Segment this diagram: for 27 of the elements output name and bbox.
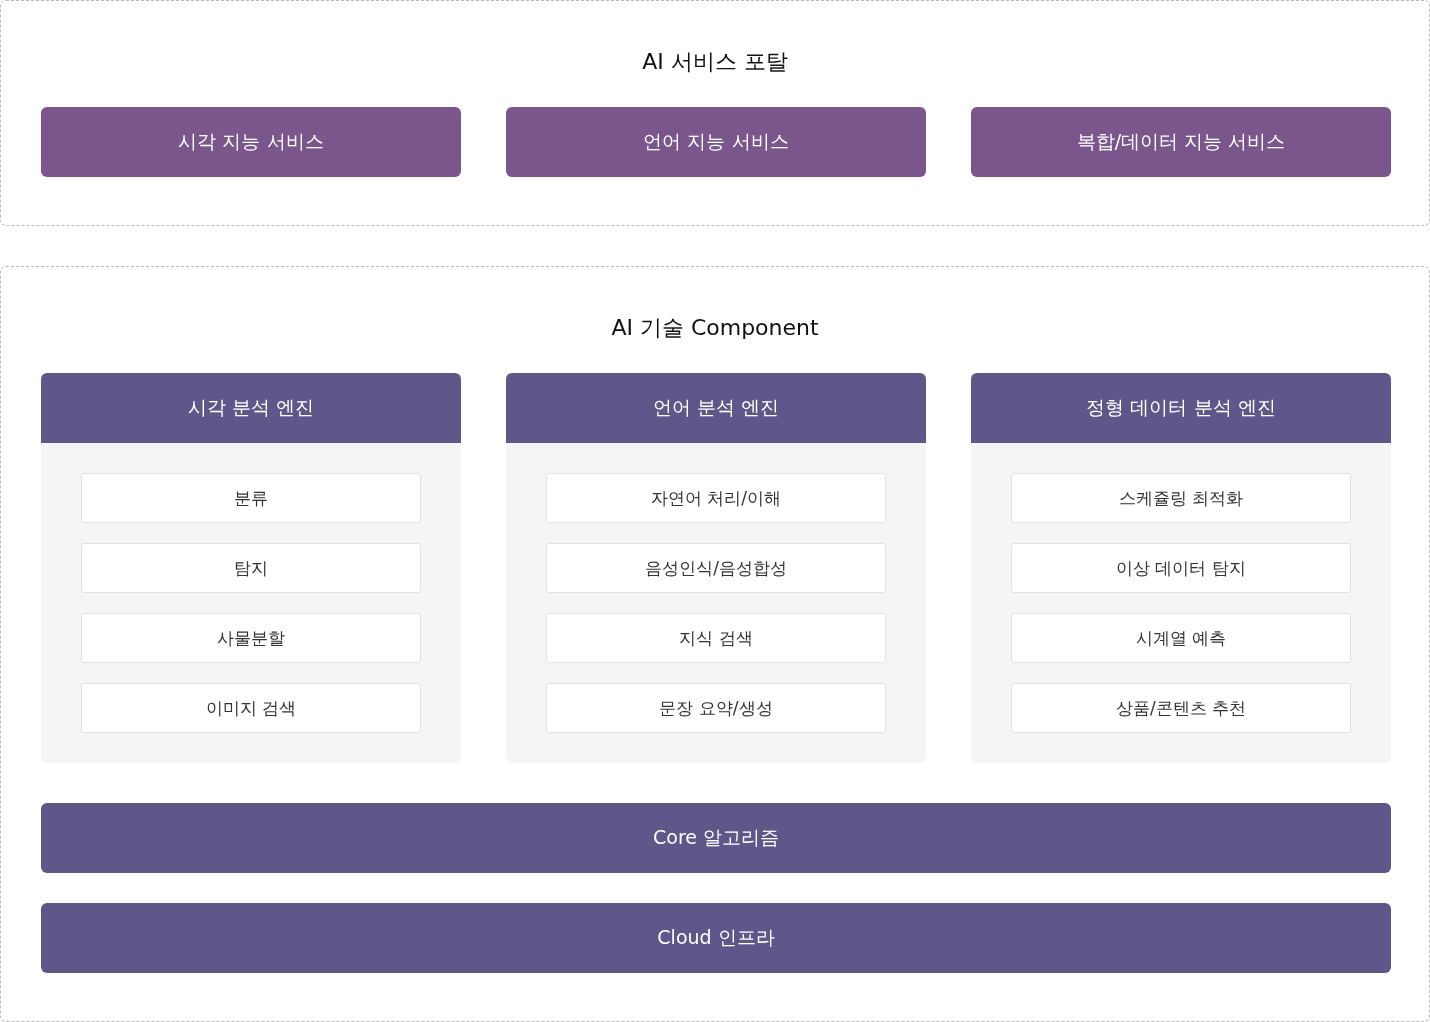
engine-header: 정형 데이터 분석 엔진 [971, 373, 1391, 443]
layer-bar: Cloud 인프라 [41, 903, 1391, 973]
service-tile: 복합/데이터 지능 서비스 [971, 107, 1391, 177]
function-tile: 이미지 검색 [81, 683, 421, 733]
layer-bar: Core 알고리즘 [41, 803, 1391, 873]
function-tile: 음성인식/음성합성 [546, 543, 886, 593]
layer-title: AI 서비스 포탈 [642, 48, 788, 76]
engine-panel [971, 373, 1391, 763]
function-tile: 스케쥴링 최적화 [1011, 473, 1351, 523]
layer-panel [0, 0, 1430, 226]
function-tile: 시계열 예측 [1011, 613, 1351, 663]
engine-header: 시각 분석 엔진 [41, 373, 461, 443]
engine-header: 언어 분석 엔진 [506, 373, 926, 443]
engine-panel [506, 373, 926, 763]
layer-title: AI 기술 Component [611, 314, 819, 342]
service-tile: 언어 지능 서비스 [506, 107, 926, 177]
function-tile: 이상 데이터 탐지 [1011, 543, 1351, 593]
function-tile: 상품/콘텐츠 추천 [1011, 683, 1351, 733]
service-tile: 시각 지능 서비스 [41, 107, 461, 177]
function-tile: 자연어 처리/이해 [546, 473, 886, 523]
layer-panel [0, 266, 1430, 1022]
function-tile: 분류 [81, 473, 421, 523]
engine-panel [41, 373, 461, 763]
function-tile: 지식 검색 [546, 613, 886, 663]
function-tile: 문장 요약/생성 [546, 683, 886, 733]
function-tile: 탐지 [81, 543, 421, 593]
function-tile: 사물분할 [81, 613, 421, 663]
